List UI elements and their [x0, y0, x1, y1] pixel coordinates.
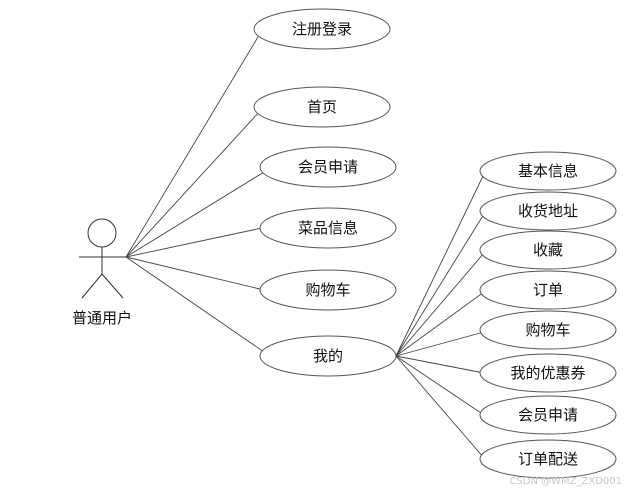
use-case-sub-member-apply-label: 会员申请 [518, 406, 578, 424]
use-case-dish-info-label: 菜品信息 [298, 219, 358, 237]
assoc-register-login [125, 36, 259, 258]
assoc-my-coupons [395, 355, 485, 374]
assoc-cart [125, 256, 265, 291]
use-case-home-ellipse [253, 86, 391, 128]
use-case-favorites[interactable]: 收藏 [479, 230, 617, 270]
actor-left-leg [81, 273, 103, 299]
use-case-orders[interactable]: 订单 [479, 270, 617, 310]
use-case-home[interactable]: 首页 [253, 86, 391, 128]
actor-head [87, 218, 117, 248]
assoc-mine [125, 256, 265, 353]
use-case-basic-info[interactable]: 基本信息 [479, 151, 617, 191]
use-case-register-login-label: 注册登录 [292, 20, 352, 38]
use-case-dish-info-ellipse [259, 207, 397, 249]
assoc-dish-info [125, 227, 263, 258]
use-case-basic-info-ellipse [479, 151, 617, 191]
assoc-sub-cart [395, 331, 485, 357]
use-case-shipping-address-ellipse [479, 191, 617, 231]
use-case-orders-ellipse [479, 270, 617, 310]
use-case-member-apply-ellipse [259, 146, 397, 188]
use-case-order-delivery-label: 订单配送 [518, 450, 578, 468]
use-case-order-delivery[interactable]: 订单配送 [479, 439, 617, 479]
assoc-sub-member-apply [395, 355, 485, 416]
use-case-shipping-address[interactable]: 收货地址 [479, 191, 617, 231]
use-case-mine[interactable]: 我的 [259, 335, 397, 377]
mine-associations [395, 173, 485, 459]
use-case-cart[interactable]: 购物车 [259, 269, 397, 311]
assoc-order-delivery [395, 355, 485, 459]
actor-right-leg [101, 273, 124, 299]
use-case-home-label: 首页 [307, 98, 337, 116]
use-case-shipping-address-label: 收货地址 [518, 202, 578, 220]
use-case-favorites-label: 收藏 [533, 241, 563, 259]
use-case-sub-member-apply-ellipse [479, 395, 617, 435]
assoc-basic-info [395, 173, 485, 357]
use-case-dish-info[interactable]: 菜品信息 [259, 207, 397, 249]
assoc-member-apply [125, 171, 265, 258]
use-case-member-apply[interactable]: 会员申请 [259, 146, 397, 188]
use-case-sub-cart-label: 购物车 [525, 321, 570, 339]
mine-sub-use-cases: 基本信息 收货地址 收藏 订单 购物车 我的优惠券 会员申请 订单配送 [479, 151, 617, 479]
use-case-member-apply-label: 会员申请 [298, 158, 358, 176]
assoc-favorites [395, 252, 485, 357]
assoc-shipping-address [395, 213, 485, 357]
use-case-favorites-ellipse [479, 230, 617, 270]
actor[interactable]: 普通用户 [72, 218, 132, 327]
use-case-register-login[interactable]: 注册登录 [253, 8, 391, 50]
use-case-my-coupons[interactable]: 我的优惠券 [479, 353, 617, 393]
main-use-cases: 注册登录 首页 会员申请 菜品信息 购物车 我的 [253, 8, 397, 377]
use-case-order-delivery-ellipse [479, 439, 617, 479]
use-case-orders-label: 订单 [533, 281, 563, 299]
use-case-sub-cart-ellipse [479, 310, 617, 350]
use-case-sub-cart[interactable]: 购物车 [479, 310, 617, 350]
use-case-cart-ellipse [259, 269, 397, 311]
use-case-my-coupons-label: 我的优惠券 [510, 364, 585, 382]
actor-label: 普通用户 [72, 309, 132, 327]
use-case-sub-member-apply[interactable]: 会员申请 [479, 395, 617, 435]
actor-associations [125, 36, 265, 353]
use-case-register-login-ellipse [253, 8, 391, 50]
use-case-basic-info-label: 基本信息 [518, 162, 578, 180]
assoc-home [125, 109, 262, 258]
assoc-orders [395, 291, 485, 357]
use-case-mine-ellipse [259, 335, 397, 377]
watermark: CSDN @WMZ_ZXD001 [509, 476, 622, 487]
use-case-my-coupons-ellipse [479, 353, 617, 393]
use-case-cart-label: 购物车 [305, 281, 350, 299]
use-case-mine-label: 我的 [313, 347, 343, 365]
